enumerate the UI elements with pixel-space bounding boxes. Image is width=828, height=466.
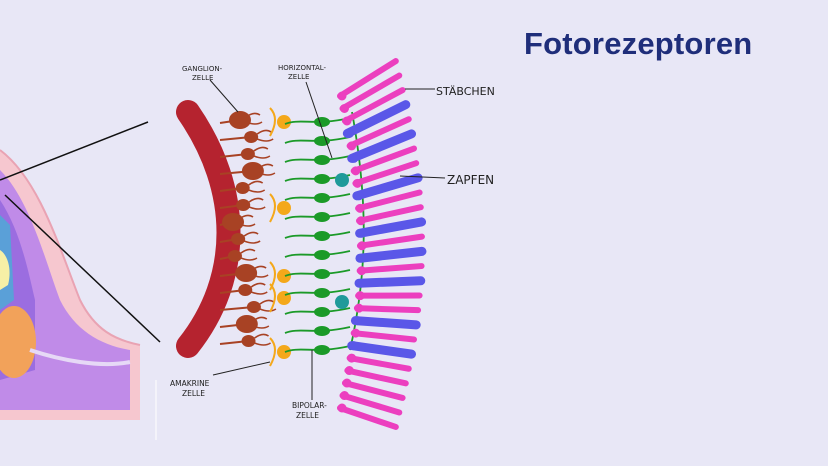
rod-cell	[337, 405, 399, 430]
horizontal-cell	[335, 295, 349, 309]
ganglion-cell	[241, 162, 264, 180]
horizontal-cell	[335, 173, 349, 187]
ganglion-cell-layer	[219, 111, 277, 347]
bipolar-cell	[314, 174, 330, 184]
photoreceptor-layer	[337, 58, 427, 430]
ganglion-cell	[244, 131, 259, 143]
cone-cell	[347, 341, 417, 359]
label-cones: ZAPFEN	[447, 173, 494, 187]
ganglion-cell	[236, 199, 251, 211]
ganglion-cell	[241, 335, 256, 347]
label-horizontal-line2: ZELLE	[288, 73, 309, 81]
ganglion-cell	[235, 264, 258, 282]
rod-cell	[350, 330, 418, 343]
ganglion-cell	[227, 250, 242, 262]
ganglion-cell	[231, 233, 246, 245]
label-horizontal-line1: HORIZONTAL-	[278, 64, 327, 72]
bipolar-cell	[314, 345, 330, 355]
bipolar-cell	[314, 269, 330, 279]
ganglion-cell	[235, 315, 258, 333]
leader-lines	[209, 79, 446, 400]
rod-cell	[355, 189, 423, 212]
cone-cell	[355, 217, 427, 238]
bipolar-cell	[314, 117, 330, 127]
label-amacrine-line1: AMAKRINE	[170, 379, 210, 388]
amacrine-cell	[277, 269, 291, 283]
rod-cell	[344, 367, 409, 387]
bipolar-cell-layer	[284, 111, 365, 355]
bipolar-cell	[314, 326, 330, 336]
amacrine-cell	[277, 345, 291, 359]
bipolar-cell	[314, 193, 330, 203]
bipolar-cell	[314, 136, 330, 146]
rod-cell	[353, 305, 422, 314]
nerve-fiber-layer	[176, 100, 241, 358]
rod-cell	[356, 263, 425, 274]
rod-cell	[350, 145, 418, 174]
bipolar-cell	[314, 155, 330, 165]
cone-cell	[342, 100, 411, 138]
rod-cell	[341, 87, 406, 124]
cone-cell	[355, 246, 427, 263]
rod-cell	[356, 204, 424, 224]
rod-cell	[346, 355, 412, 372]
ganglion-cell	[246, 301, 261, 313]
cone-cell	[347, 129, 417, 163]
ganglion-cell	[238, 284, 253, 296]
bipolar-cell	[314, 231, 330, 241]
ganglion-cell	[229, 111, 251, 129]
rod-cell	[339, 392, 403, 416]
cone-cell	[350, 316, 421, 330]
label-rods: STÄBCHEN	[436, 85, 495, 98]
amacrine-cell	[277, 115, 291, 129]
rod-cell	[346, 116, 412, 149]
bipolar-cell	[314, 307, 330, 317]
diagram-title: Fotorezeptoren	[524, 26, 753, 61]
rod-cell	[356, 233, 425, 249]
cone-cell	[354, 276, 426, 288]
label-ganglion-line1: GANGLION-	[182, 65, 223, 73]
label-bipolar-line1: BIPOLAR-	[292, 401, 327, 410]
bipolar-cell	[314, 250, 330, 260]
ganglion-cell	[240, 148, 255, 160]
label-amacrine-line2: ZELLE	[182, 389, 205, 398]
label-ganglion-line2: ZELLE	[192, 74, 213, 82]
bipolar-cell	[314, 212, 330, 222]
ganglion-cell	[235, 182, 250, 194]
bipolar-cell	[314, 288, 330, 298]
amacrine-cell	[277, 201, 291, 215]
rod-cell	[337, 58, 399, 99]
rod-cell	[339, 72, 403, 112]
rod-cell	[341, 380, 406, 401]
cone-cell	[352, 173, 423, 201]
label-bipolar-line2: ZELLE	[296, 411, 319, 420]
ganglion-cell	[222, 213, 245, 231]
eye-cross-section	[0, 121, 161, 440]
horizontal-cell-layer	[335, 173, 349, 309]
rod-cell	[352, 160, 420, 187]
